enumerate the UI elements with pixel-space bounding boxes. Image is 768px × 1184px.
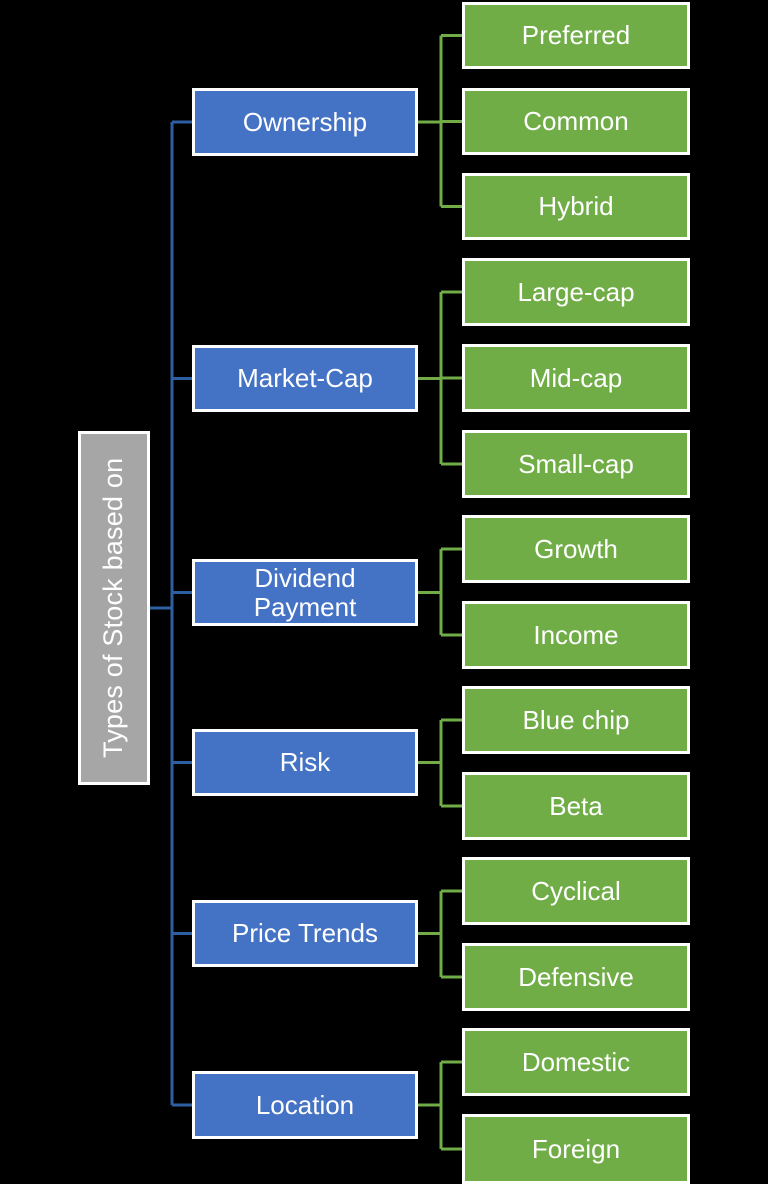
leaf-node-label: Foreign [531,1133,621,1164]
leaf-node-label: Domestic [521,1046,631,1077]
leaf-node-market-cap-0[interactable]: Large-cap [462,258,690,326]
leaf-node-ownership-1[interactable]: Common [462,88,690,155]
root-node-types-of-stock[interactable]: Types of Stock based on [78,431,150,785]
branch-node-label: Market-Cap [237,363,373,394]
leaf-node-label: Common [523,106,629,137]
branch-node-ownership[interactable]: Ownership [192,88,418,156]
leaf-node-label: Mid-cap [529,362,623,393]
leaf-node-price-trends-0[interactable]: Cyclical [462,857,690,925]
branch-node-label: Ownership [242,106,368,137]
leaf-node-dividend-payment-0[interactable]: Growth [462,515,690,583]
branch-node-label: Location [255,1089,355,1120]
leaf-node-location-1[interactable]: Foreign [462,1114,690,1184]
leaf-node-market-cap-1[interactable]: Mid-cap [462,344,690,412]
leaf-node-risk-0[interactable]: Blue chip [462,686,690,754]
leaf-node-risk-1[interactable]: Beta [462,772,690,840]
branch-node-market-cap[interactable]: Market-Cap [192,345,418,412]
branch-node-label: Dividend Payment [253,562,357,622]
leaf-node-label: Blue chip [522,704,630,735]
leaf-node-location-0[interactable]: Domestic [462,1028,690,1096]
leaf-node-label: Preferred [521,20,631,51]
leaf-node-price-trends-1[interactable]: Defensive [462,943,690,1011]
leaf-node-label: Cyclical [531,875,621,906]
leaf-node-dividend-payment-1[interactable]: Income [462,601,690,669]
leaf-node-ownership-0[interactable]: Preferred [462,2,690,69]
root-node-label: Types of Stock based on [98,457,129,759]
leaf-node-ownership-2[interactable]: Hybrid [462,173,690,240]
branch-node-location[interactable]: Location [192,1071,418,1139]
leaf-node-label: Defensive [518,961,634,992]
branch-node-dividend-payment[interactable]: Dividend Payment [192,559,418,626]
leaf-node-market-cap-2[interactable]: Small-cap [462,430,690,498]
leaf-node-label: Hybrid [538,191,614,222]
leaf-node-label: Income [533,619,619,650]
leaf-node-label: Small-cap [518,448,634,479]
leaf-node-label: Beta [549,790,603,821]
branch-node-price-trends[interactable]: Price Trends [192,900,418,967]
branch-node-label: Risk [279,747,331,778]
branch-node-risk[interactable]: Risk [192,729,418,796]
branch-node-label: Price Trends [232,918,378,949]
leaf-node-label: Growth [534,533,618,564]
leaf-node-label: Large-cap [517,276,635,307]
